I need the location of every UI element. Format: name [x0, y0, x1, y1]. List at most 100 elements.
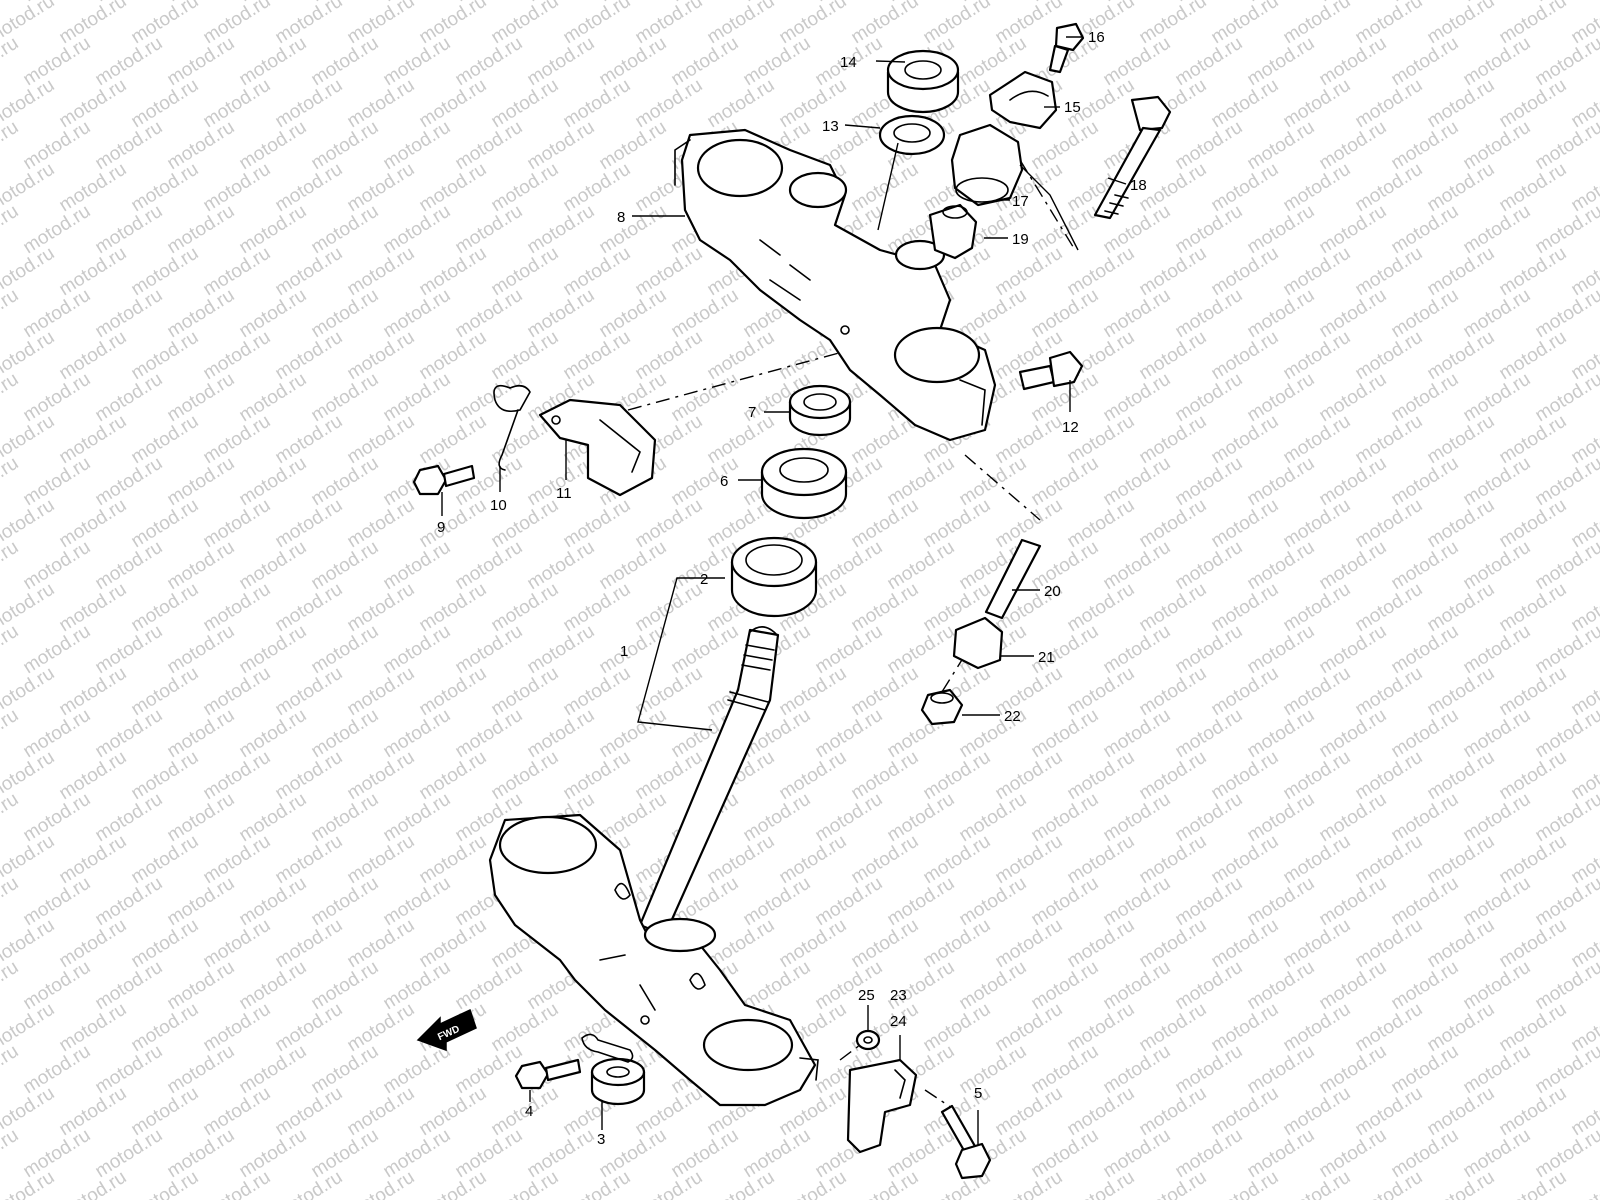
watermark-text: motod.ru [1244, 33, 1319, 91]
watermark-text: motod.ru [1028, 453, 1103, 511]
watermark-text: motod.ru [956, 873, 1031, 931]
watermark-text: motod.ru [884, 873, 959, 931]
watermark-text: motod.ru [272, 411, 347, 469]
watermark-text: motod.ru [92, 705, 167, 763]
watermark-text: motod.ru [1028, 873, 1103, 931]
watermark-text: motod.ru [1460, 117, 1535, 175]
watermark-text: motod.ru [1064, 1167, 1139, 1200]
watermark-text: motod.ru [1172, 705, 1247, 763]
watermark-text: motod.ru [1460, 621, 1535, 679]
watermark-text: motod.ru [1496, 831, 1571, 889]
watermark-text: motod.ru [1388, 453, 1463, 511]
watermark-text: motod.ru [344, 831, 419, 889]
watermark-text: motod.ru [1460, 537, 1535, 595]
watermark-text: motod.ru [1532, 1125, 1600, 1183]
watermark-text: motod.ru [20, 537, 95, 595]
watermark-text: motod.ru [632, 1167, 707, 1200]
watermark-text: motod.ru [776, 663, 851, 721]
watermark-text: motod.ru [92, 1125, 167, 1183]
part-2-bearing [730, 536, 818, 618]
watermark-text: motod.ru [812, 789, 887, 847]
watermark-text: motod.ru [1424, 831, 1499, 889]
watermark-text: motod.ru [1460, 33, 1535, 91]
watermark-text: motod.ru [56, 663, 131, 721]
watermark-text: motod.ru [1496, 327, 1571, 385]
watermark-text: motod.ru [56, 0, 131, 48]
watermark-text: motod.ru [560, 747, 635, 805]
watermark-text: motod.ru [1388, 33, 1463, 91]
watermark-text: motod.ru [524, 33, 599, 91]
watermark-text: motod.ru [560, 579, 635, 637]
watermark-text: motod.ru [92, 285, 167, 343]
watermark-text: motod.ru [308, 789, 383, 847]
watermark-text: motod.ru [0, 1125, 22, 1183]
watermark-text: motod.ru [128, 495, 203, 553]
watermark-text: motod.ru [200, 75, 275, 133]
watermark-text: motod.ru [1208, 663, 1283, 721]
watermark-text: motod.ru [92, 453, 167, 511]
watermark-text: motod.ru [1208, 747, 1283, 805]
watermark-text: motod.ru [1136, 579, 1211, 637]
watermark-text: motod.ru [56, 327, 131, 385]
watermark-text: motod.ru [524, 537, 599, 595]
watermark-text: motod.ru [524, 201, 599, 259]
watermark-text: motod.ru [920, 831, 995, 889]
watermark-text: motod.ru [1496, 999, 1571, 1057]
watermark-text: motod.ru [1496, 495, 1571, 553]
part-10-clip [493, 384, 531, 471]
watermark-text: motod.ru [596, 621, 671, 679]
callout-22: 22 [1004, 708, 1021, 725]
watermark-text: motod.ru [1100, 1041, 1175, 1099]
watermark-text: motod.ru [200, 495, 275, 553]
watermark-text: motod.ru [812, 705, 887, 763]
watermark-text: motod.ru [1244, 369, 1319, 427]
watermark-text: motod.ru [1028, 1125, 1103, 1183]
watermark-text: motod.ru [1064, 747, 1139, 805]
watermark-text: motod.ru [848, 159, 923, 217]
watermark-text: motod.ru [1352, 1167, 1427, 1200]
watermark-text: motod.ru [1532, 873, 1600, 931]
watermark-text: motod.ru [632, 75, 707, 133]
watermark-text: motod.ru [344, 915, 419, 973]
watermark-text: motod.ru [236, 621, 311, 679]
watermark-text: motod.ru [272, 999, 347, 1057]
watermark-text: motod.ru [1208, 999, 1283, 1057]
watermark-text: motod.ru [668, 453, 743, 511]
watermark-text: motod.ru [0, 369, 22, 427]
watermark-text: motod.ru [812, 957, 887, 1015]
watermark-text: motod.ru [1532, 285, 1600, 343]
watermark-text: motod.ru [1352, 1083, 1427, 1141]
watermark-text: motod.ru [452, 201, 527, 259]
watermark-text: motod.ru [344, 159, 419, 217]
watermark-text: motod.ru [884, 789, 959, 847]
watermark-text: motod.ru [128, 747, 203, 805]
watermark-text: motod.ru [1244, 621, 1319, 679]
watermark-text: motod.ru [1208, 243, 1283, 301]
watermark-text: motod.ru [560, 243, 635, 301]
watermark-text: motod.ru [1316, 621, 1391, 679]
watermark-text: motod.ru [380, 789, 455, 847]
watermark-text: motod.ru [380, 33, 455, 91]
watermark-text: motod.ru [1028, 201, 1103, 259]
watermark-text: motod.ru [1100, 1125, 1175, 1183]
part-4-bolt [514, 1058, 582, 1090]
watermark-text: motod.ru [128, 663, 203, 721]
watermark-text: motod.ru [56, 831, 131, 889]
watermark-text: motod.ru [1208, 75, 1283, 133]
watermark-text: motod.ru [308, 1125, 383, 1183]
watermark-text: motod.ru [1280, 159, 1355, 217]
watermark-text: motod.ru [92, 873, 167, 931]
watermark-text: motod.ru [848, 915, 923, 973]
watermark-text: motod.ru [92, 33, 167, 91]
watermark-text: motod.ru [884, 1125, 959, 1183]
watermark-text: motod.ru [488, 327, 563, 385]
watermark-text: motod.ru [848, 1167, 923, 1200]
watermark-text: motod.ru [1316, 705, 1391, 763]
watermark-text: motod.ru [1388, 789, 1463, 847]
watermark-text: motod.ru [524, 285, 599, 343]
watermark-text: motod.ru [1568, 1167, 1600, 1200]
watermark-text: motod.ru [1424, 579, 1499, 637]
watermark-text: motod.ru [128, 411, 203, 469]
watermark-text: motod.ru [272, 831, 347, 889]
callout-13: 13 [822, 118, 839, 135]
